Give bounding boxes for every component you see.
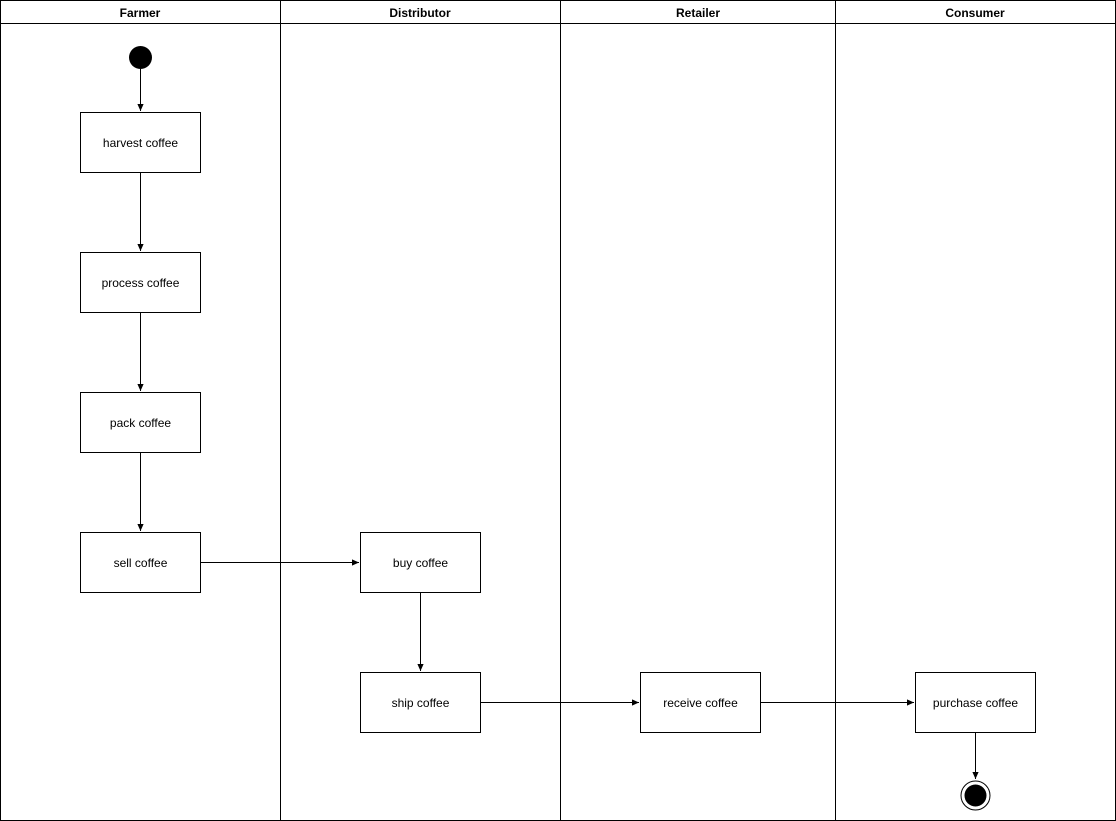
- action-label: purchase coffee: [933, 696, 1018, 710]
- action-label: sell coffee: [114, 556, 168, 570]
- action-buy-coffee[interactable]: buy coffee: [360, 532, 481, 593]
- action-ship-coffee[interactable]: ship coffee: [360, 672, 481, 733]
- action-purchase-coffee[interactable]: purchase coffee: [915, 672, 1036, 733]
- action-harvest-coffee[interactable]: harvest coffee: [80, 112, 201, 173]
- action-label: harvest coffee: [103, 136, 178, 150]
- action-process-coffee[interactable]: process coffee: [80, 252, 201, 313]
- action-label: receive coffee: [663, 696, 738, 710]
- action-label: ship coffee: [392, 696, 450, 710]
- lane-title-farmer: Farmer: [120, 6, 161, 20]
- action-receive-coffee[interactable]: receive coffee: [640, 672, 761, 733]
- lane-title-distributor: Distributor: [389, 6, 451, 20]
- action-pack-coffee[interactable]: pack coffee: [80, 392, 201, 453]
- initial-node[interactable]: [129, 46, 152, 69]
- lane-title-consumer: Consumer: [945, 6, 1005, 20]
- lane-title-retailer: Retailer: [676, 6, 720, 20]
- final-node[interactable]: [960, 780, 991, 811]
- edges: [137, 69, 979, 779]
- action-label: pack coffee: [110, 416, 171, 430]
- action-label: buy coffee: [393, 556, 448, 570]
- action-sell-coffee[interactable]: sell coffee: [80, 532, 201, 593]
- action-label: process coffee: [102, 276, 180, 290]
